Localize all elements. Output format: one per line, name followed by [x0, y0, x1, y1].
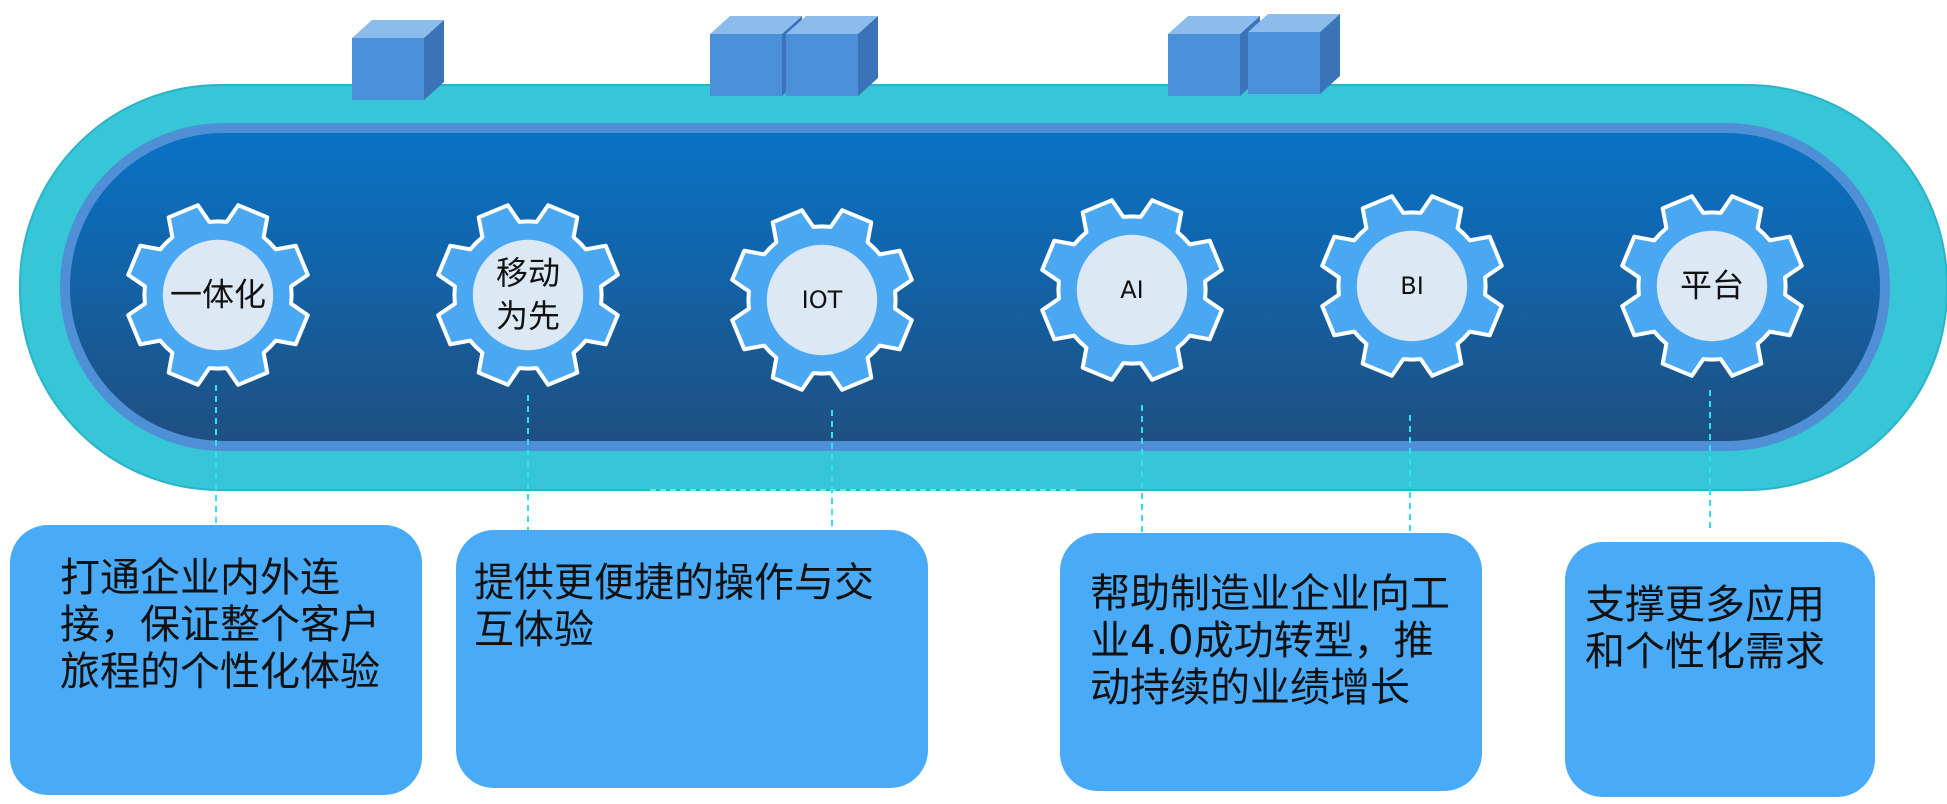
gear-center: [472, 239, 584, 351]
inner-band: [60, 123, 1890, 451]
gear-center: [1076, 234, 1188, 346]
box-5: [1248, 14, 1340, 94]
card-integration: 打通企业内外连接，保证整个客户旅程的个性化体验: [10, 525, 422, 795]
card-mobile: 提供更便捷的操作与交互体验: [456, 530, 928, 788]
box-3: [786, 16, 878, 96]
gear-label-bi: BI: [1400, 271, 1424, 300]
card-platform-text: 支撑更多应用和个性化需求: [1585, 582, 1825, 675]
gear-mobile: [436, 203, 620, 387]
gear-center: [766, 244, 878, 356]
gear-label-integration: 一体化: [169, 275, 267, 314]
gear-bi: [1320, 194, 1504, 378]
gear-integration: [126, 203, 310, 387]
gear-center: [1656, 230, 1768, 342]
gear-center: [1356, 230, 1468, 342]
card-integration-text: 打通企业内外连接，保证整个客户旅程的个性化体验: [60, 555, 380, 695]
card-ai-bi: 帮助制造业企业向工业4.0成功转型，推动持续的业绩增长: [1060, 533, 1482, 791]
gear-label-platform: 平台: [1679, 266, 1745, 305]
box-4: [1168, 16, 1260, 96]
card-platform: 支撑更多应用和个性化需求: [1565, 542, 1875, 797]
gear-center: [162, 239, 274, 351]
box-1: [352, 20, 444, 100]
card-ai-bi-text: 帮助制造业企业向工业4.0成功转型，推动持续的业绩增长: [1090, 571, 1450, 711]
gear-label-ai: AI: [1120, 275, 1144, 304]
gear-platform: [1620, 194, 1804, 378]
connectors: [215, 385, 1711, 535]
card-mobile-text: 提供更便捷的操作与交互体验: [474, 560, 874, 653]
gear-iot: [730, 208, 914, 392]
gear-label-line: 为先: [495, 297, 561, 335]
gear-label-line: 移动: [495, 253, 561, 292]
gear-ai: [1040, 198, 1224, 382]
gear-label-mobile: 移动为先: [496, 252, 560, 338]
gear-label-iot: IOT: [801, 285, 843, 314]
